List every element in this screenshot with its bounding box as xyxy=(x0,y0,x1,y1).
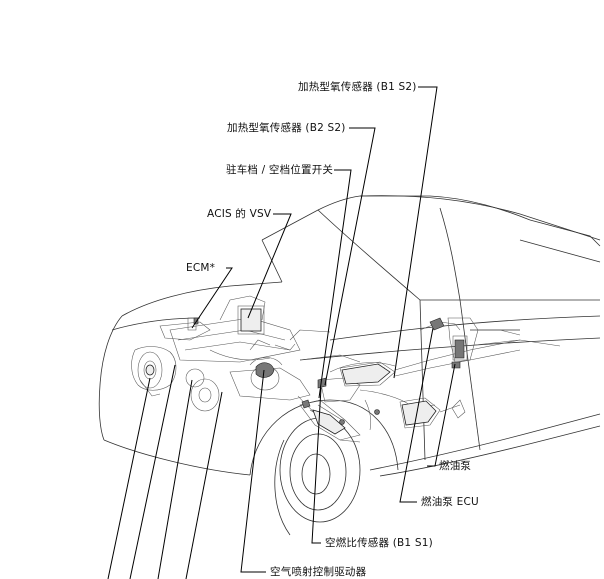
leader-af-sensor xyxy=(311,387,322,544)
leader-park-neutral xyxy=(318,169,352,399)
leader-ecm xyxy=(191,267,233,329)
leader-air-injection-driver xyxy=(240,369,266,573)
leader-lines xyxy=(107,86,456,579)
engine-components xyxy=(145,308,465,435)
leader-acis-vsv xyxy=(247,213,292,319)
label-fuel-pump: 燃油泵 xyxy=(439,460,472,472)
label-heated-o2-sensor-b2s2: 加热型氧传感器 (B2 S2) xyxy=(227,122,346,134)
leader-bottom-2 xyxy=(129,364,176,579)
front-wheel xyxy=(274,417,361,536)
leader-fuel-pump xyxy=(427,363,456,467)
label-air-injection-control-driver: 空气喷射控制驱动器 xyxy=(270,566,367,578)
leader-bottom-3 xyxy=(157,379,193,579)
leader-o2-b1s2 xyxy=(393,86,438,379)
label-air-fuel-ratio-sensor: 空燃比传感器 (B1 S1) xyxy=(325,537,433,549)
vehicle-body-outline xyxy=(98,195,601,477)
leader-fuel-pump-ecu xyxy=(399,327,434,503)
label-park-neutral-switch: 驻车档 / 空档位置开关 xyxy=(226,164,334,176)
label-heated-o2-sensor-b1s2: 加热型氧传感器 (B1 S2) xyxy=(298,81,417,93)
leader-bottom-4 xyxy=(185,391,223,579)
leader-bottom-1 xyxy=(107,377,151,579)
label-fuel-pump-ecu: 燃油泵 ECU xyxy=(421,496,479,508)
leader-o2-b2s2 xyxy=(324,127,376,386)
label-acis-vsv: ACIS 的 VSV xyxy=(207,208,272,220)
label-ecm: ECM* xyxy=(186,262,216,274)
